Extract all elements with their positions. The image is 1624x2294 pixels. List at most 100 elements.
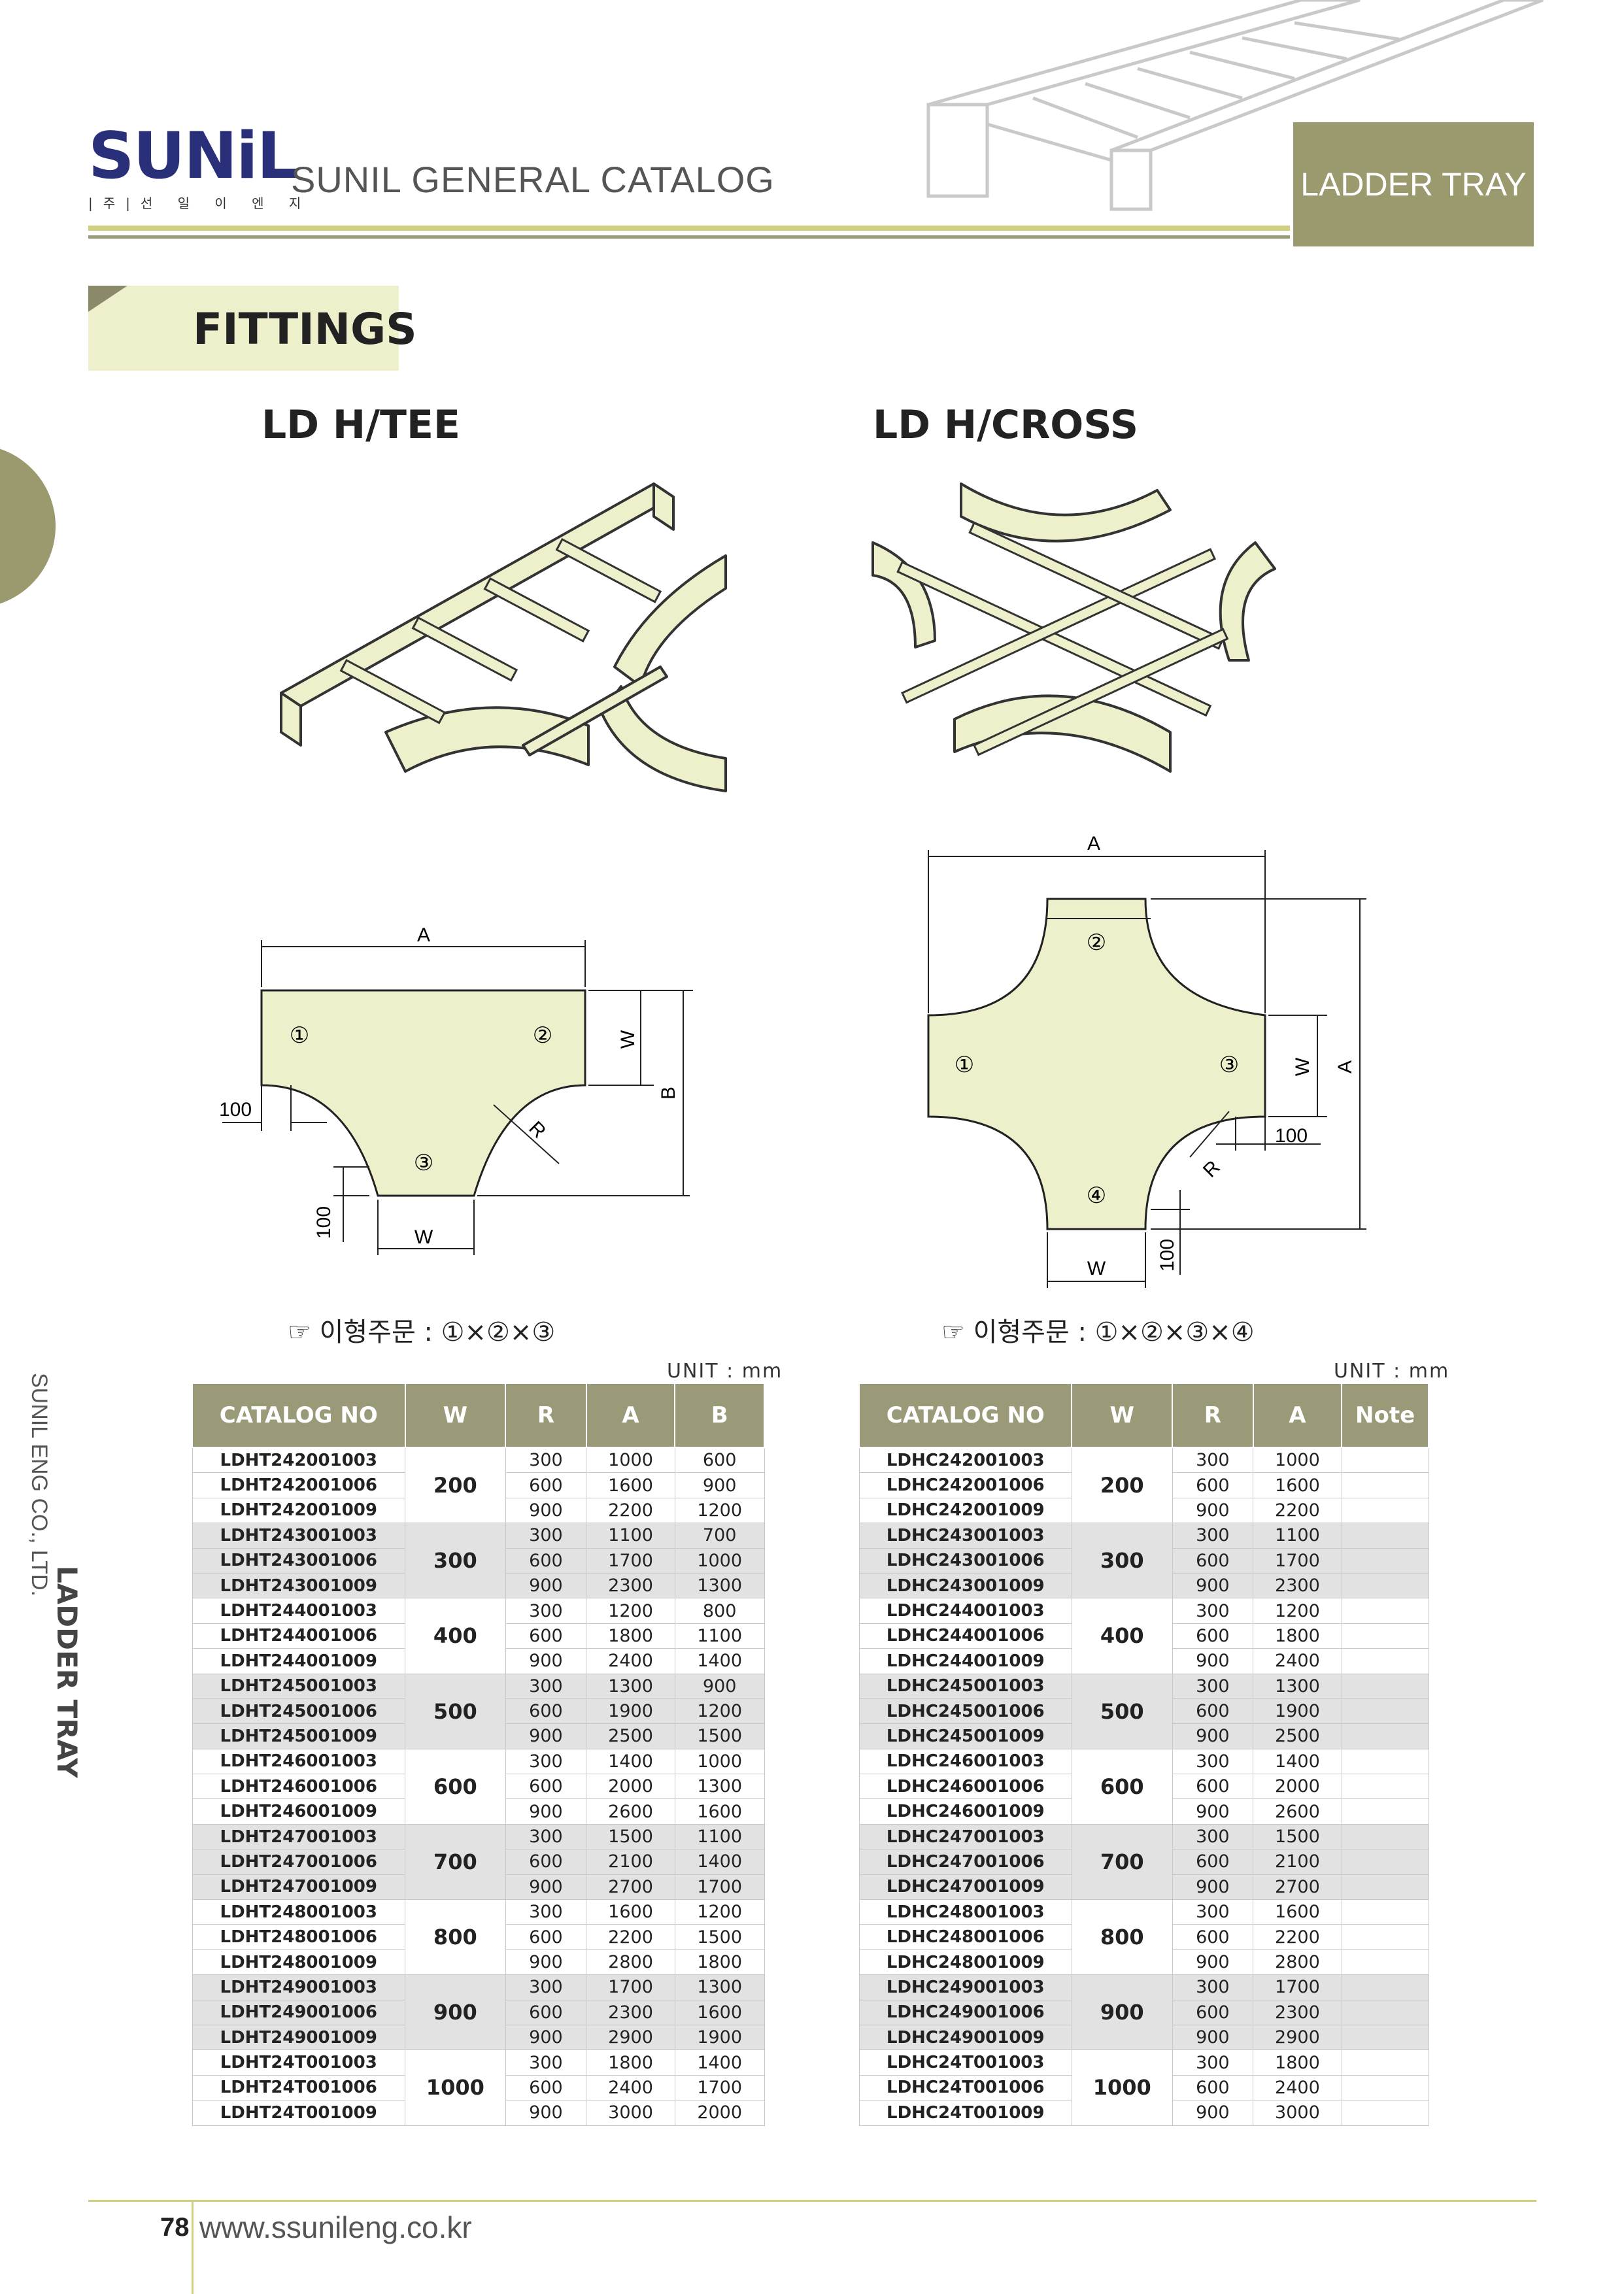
tee-col-a: A xyxy=(585,1383,676,1448)
note-cell xyxy=(1341,1723,1429,1749)
catalog-no-cell: LDHC245001009 xyxy=(858,1723,1072,1749)
company-logo-subtitle: |주|선 일 이 엔 지 xyxy=(88,195,312,211)
width-cell: 1000 xyxy=(405,2049,506,2126)
b-cell: 1600 xyxy=(674,1798,765,1825)
catalog-no-cell: LDHC249001003 xyxy=(858,1974,1072,2000)
catalog-title: SUNIL GENERAL CATALOG xyxy=(291,159,775,200)
r-cell: 900 xyxy=(505,2100,587,2126)
note-cell xyxy=(1341,2100,1429,2126)
b-cell: 900 xyxy=(674,1472,765,1498)
catalog-no-cell: LDHT24T001009 xyxy=(192,2100,406,2126)
a-cell: 1400 xyxy=(1253,1748,1342,1775)
catalog-no-cell: LDHT245001009 xyxy=(192,1723,406,1749)
b-cell: 700 xyxy=(674,1523,765,1549)
cross-table-header-row: CATALOG NO W R A Note xyxy=(858,1383,1429,1448)
tee-unit: UNIT : mm xyxy=(667,1360,783,1383)
width-cell: 800 xyxy=(1071,1899,1173,1976)
catalog-no-cell: LDHT242001009 xyxy=(192,1497,406,1524)
catalog-no-cell: LDHC24T001009 xyxy=(858,2100,1072,2126)
note-cell xyxy=(1341,1648,1429,1674)
catalog-no-cell: LDHT247001006 xyxy=(192,1849,406,1875)
b-cell: 800 xyxy=(674,1598,765,1624)
a-cell: 2800 xyxy=(586,1949,675,1976)
catalog-no-cell: LDHT247001009 xyxy=(192,1874,406,1900)
a-cell: 2200 xyxy=(586,1497,675,1524)
r-cell: 900 xyxy=(505,1949,587,1976)
catalog-no-cell: LDHT247001003 xyxy=(192,1823,406,1850)
header-divider-dark xyxy=(88,235,1290,239)
section-label: LADDER TRAY xyxy=(1300,166,1527,203)
note-cell xyxy=(1341,1899,1429,1925)
a-cell: 1600 xyxy=(586,1899,675,1925)
fittings-label-box xyxy=(88,286,399,371)
r-cell: 300 xyxy=(505,1823,587,1850)
a-cell: 2700 xyxy=(1253,1874,1342,1900)
tee-dim-100-left: 100 xyxy=(219,1099,252,1121)
width-cell: 900 xyxy=(1071,1974,1173,2051)
catalog-no-cell: LDHC247001003 xyxy=(858,1823,1072,1850)
note-cell xyxy=(1341,1949,1429,1976)
catalog-no-cell: LDHC247001006 xyxy=(858,1849,1072,1875)
side-section-text-wrap: LADDER TRAY xyxy=(51,1566,83,1778)
a-cell: 1500 xyxy=(586,1823,675,1850)
a-cell: 1200 xyxy=(1253,1598,1342,1624)
catalog-no-cell: LDHC248001009 xyxy=(858,1949,1072,1976)
website-link[interactable]: www.ssunileng.co.kr xyxy=(199,2210,472,2244)
b-cell: 1400 xyxy=(674,1648,765,1674)
catalog-no-cell: LDHC248001006 xyxy=(858,1924,1072,1950)
b-cell: 1300 xyxy=(674,1572,765,1599)
a-cell: 1000 xyxy=(586,1447,675,1474)
cross-dim-a-top: A xyxy=(1087,833,1100,854)
note-cell xyxy=(1341,1874,1429,1900)
catalog-no-cell: LDHC244001009 xyxy=(858,1648,1072,1674)
r-cell: 600 xyxy=(1172,1472,1254,1498)
r-cell: 300 xyxy=(1172,1598,1254,1624)
catalog-no-cell: LDHC249001006 xyxy=(858,1999,1072,2025)
r-cell: 300 xyxy=(1172,1447,1254,1474)
a-cell: 1100 xyxy=(1253,1523,1342,1549)
a-cell: 2000 xyxy=(586,1774,675,1800)
cross-dim-a-right: A xyxy=(1334,1060,1356,1073)
cross-dim-w-right: W xyxy=(1292,1057,1313,1076)
catalog-no-cell: LDHC243001003 xyxy=(858,1523,1072,1549)
side-company-name: SUNIL ENG CO., LTD. xyxy=(27,1373,52,1596)
catalog-no-cell: LDHT243001003 xyxy=(192,1523,406,1549)
a-cell: 3000 xyxy=(586,2100,675,2126)
r-cell: 600 xyxy=(1172,1774,1254,1800)
tee-dim-100-bottom: 100 xyxy=(313,1206,335,1239)
page-number: 78 xyxy=(160,2213,190,2242)
catalog-no-cell: LDHT246001003 xyxy=(192,1748,406,1775)
a-cell: 1300 xyxy=(586,1673,675,1699)
a-cell: 2400 xyxy=(1253,2074,1342,2101)
a-cell: 1800 xyxy=(1253,2049,1342,2076)
catalog-no-cell: LDHT242001003 xyxy=(192,1447,406,1474)
note-cell xyxy=(1341,1598,1429,1624)
r-cell: 900 xyxy=(505,1723,587,1749)
catalog-no-cell: LDHC24T001003 xyxy=(858,2049,1072,2076)
fittings-heading: FITTINGS xyxy=(193,304,417,354)
r-cell: 300 xyxy=(1172,2049,1254,2076)
note-cell xyxy=(1341,1698,1429,1725)
cross-col-w: W xyxy=(1071,1383,1174,1448)
cross-col-a: A xyxy=(1252,1383,1343,1448)
a-cell: 2600 xyxy=(1253,1798,1342,1825)
catalog-no-cell: LDHT246001006 xyxy=(192,1774,406,1800)
b-cell: 1800 xyxy=(674,1949,765,1976)
width-cell: 500 xyxy=(1071,1673,1173,1749)
